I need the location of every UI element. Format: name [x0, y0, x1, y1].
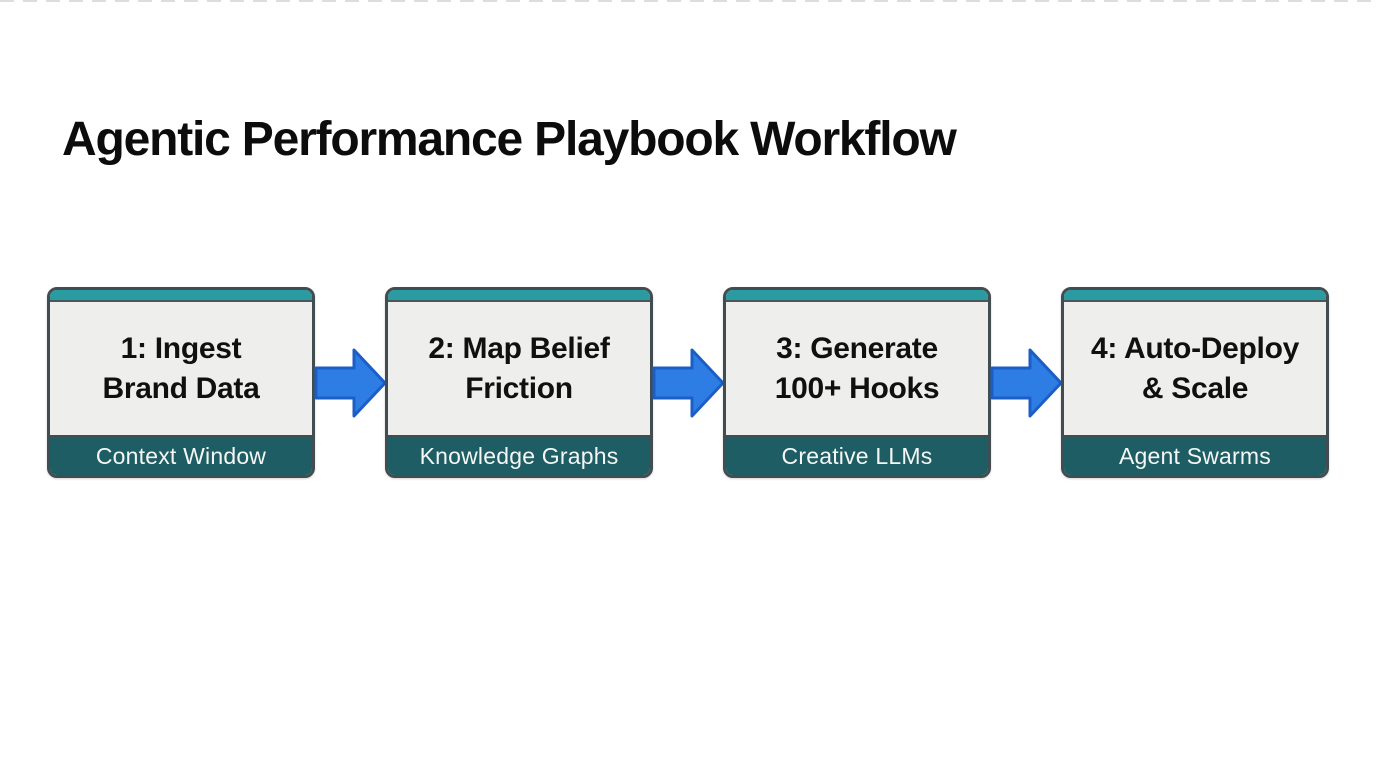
- step-tool-label-4: Agent Swarms: [1064, 435, 1326, 475]
- step-tool-label-1: Context Window: [50, 435, 312, 475]
- step-accent-bar: [388, 290, 650, 302]
- step-title-2: 2: Map Belief Friction: [388, 302, 650, 435]
- step-title-4: 4: Auto-Deploy & Scale: [1064, 302, 1326, 435]
- step-title-line1: 1: Ingest: [120, 331, 242, 365]
- step-title-line2: & Scale: [1141, 371, 1249, 405]
- flow-arrow-icon: [990, 348, 1063, 418]
- top-edge-artifact: [0, 0, 1376, 2]
- step-box-4: 4: Auto-Deploy & Scale Agent Swarms: [1061, 287, 1329, 478]
- step-accent-bar: [50, 290, 312, 302]
- step-title-line2: 100+ Hooks: [774, 371, 940, 405]
- page-title: Agentic Performance Playbook Workflow: [62, 113, 957, 167]
- step-title-1: 1: Ingest Brand Data: [50, 302, 312, 435]
- step-box-1: 1: Ingest Brand Data Context Window: [47, 287, 315, 478]
- step-tool-label-2: Knowledge Graphs: [388, 435, 650, 475]
- step-title-line1: 4: Auto-Deploy: [1090, 331, 1299, 365]
- flow-arrow-icon: [652, 348, 725, 418]
- step-accent-bar: [726, 290, 988, 302]
- step-title-3: 3: Generate 100+ Hooks: [726, 302, 988, 435]
- step-title-line1: 2: Map Belief: [428, 331, 610, 365]
- step-title-line1: 3: Generate: [776, 331, 938, 365]
- step-title-line2: Friction: [465, 371, 573, 405]
- flow-arrow-icon: [314, 348, 387, 418]
- step-tool-label-3: Creative LLMs: [726, 435, 988, 475]
- step-accent-bar: [1064, 290, 1326, 302]
- step-title-line2: Brand Data: [102, 371, 260, 405]
- step-box-2: 2: Map Belief Friction Knowledge Graphs: [385, 287, 653, 478]
- step-box-3: 3: Generate 100+ Hooks Creative LLMs: [723, 287, 991, 478]
